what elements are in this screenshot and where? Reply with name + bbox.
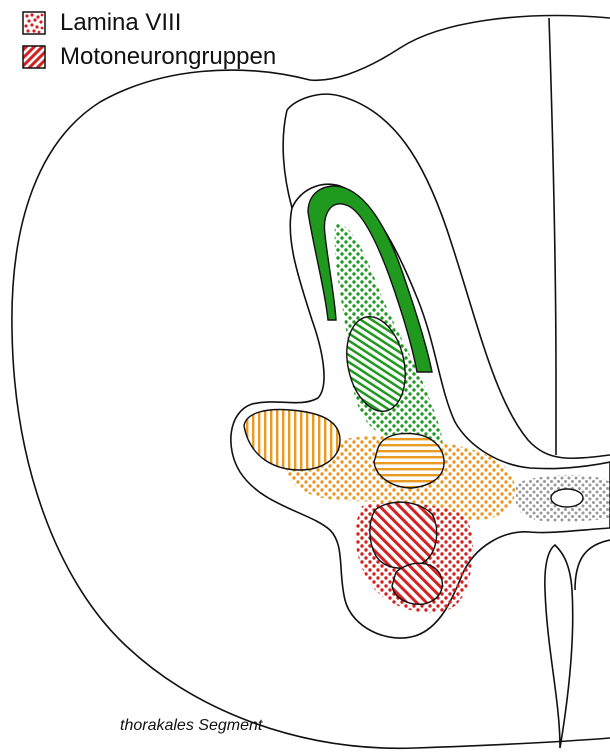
intermediolateral-nucleus-striped: [374, 434, 444, 488]
ventral-median-fissure-right: [575, 540, 610, 590]
dorsal-median-septum: [549, 18, 556, 455]
legend-label: Motoneurongruppen: [60, 43, 276, 71]
central-canal: [551, 489, 583, 507]
spinal-cord-outline: [12, 16, 610, 749]
ventral-median-fissure: [545, 545, 573, 748]
legend-label: Lamina VIII: [60, 9, 181, 37]
caption: thorakales Segment: [120, 717, 262, 735]
legend-item-motoneurongruppen: Motoneurongruppen: [22, 40, 276, 74]
lateral-sulcus: [283, 110, 292, 208]
motoneuron-group-upper: [370, 502, 437, 568]
motoneuron-group-lower: [392, 563, 442, 604]
lateral-horn-striped: [244, 410, 340, 470]
dotted-square-icon: [22, 11, 46, 35]
striped-square-icon: [22, 45, 46, 69]
legend-item-lamina-viii: Lamina VIII: [22, 6, 276, 40]
legend: Lamina VIII Motoneurongruppen: [22, 6, 276, 74]
